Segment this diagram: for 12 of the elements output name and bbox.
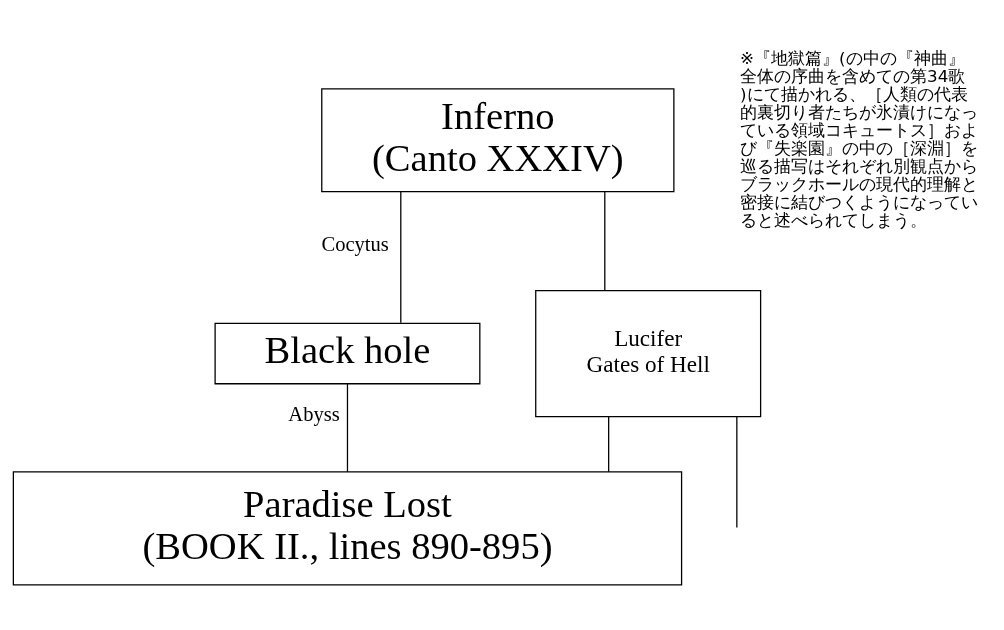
node-box: Black hole [214,322,481,385]
node-box: Paradise Lost (BOOK II., lines 890-895) [12,471,683,586]
node-box: Lucifer Gates of Hell [535,289,762,418]
edge-label: Cocytus [321,232,389,255]
connector [604,191,606,291]
connector [346,383,349,473]
connector [736,416,738,529]
edge-label: Abyss [288,403,340,426]
node-box: Inferno (Canto XXXIV) [321,88,675,193]
label: ※『地獄篇』(の中の『神曲』全体の序曲を含めての第34歌)にて描かれる、［人類の代表的裏切り者たちが氷漬けになっている領域コキュートス］および『失楽園』の中の［深淵］を巡る描写はそれぞれ別観点からブラックホールの現代的理解と密接に結びつくようになっていると述べられてしまう。 [740,47,979,230]
connector [400,191,402,324]
connector [608,416,610,473]
